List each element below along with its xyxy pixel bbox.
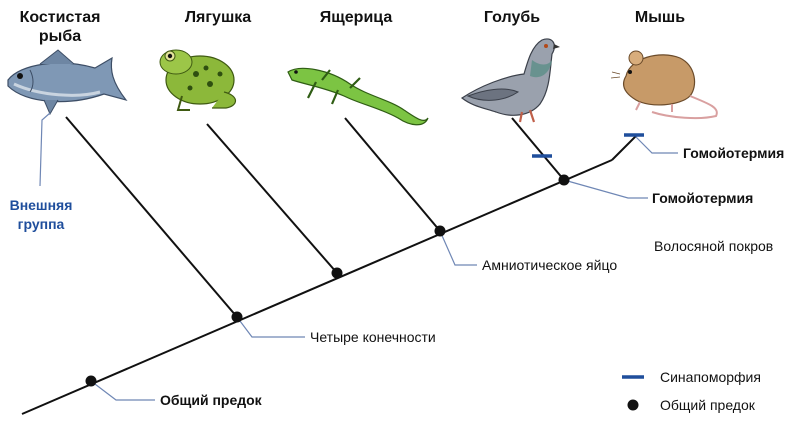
label-hair: Волосяной покров (654, 238, 774, 254)
label-common-ancestor: Общий предок (160, 392, 262, 408)
frog-branch (206, 123, 338, 274)
taxon-label-lizard: Ящерица (306, 8, 406, 27)
legend-synapomorphy-label: Синапоморфия (660, 369, 761, 385)
taxon-label-pigeon: Голубь (462, 8, 562, 27)
label-homeothermy-node: Гомойотермия (652, 190, 754, 206)
fish-branch (65, 116, 238, 318)
mouse-icon (610, 50, 718, 120)
label-amniotic-egg: Амниотическое яйцо (482, 257, 618, 273)
fish-icon (7, 49, 128, 116)
legend-common-ancestor-label: Общий предок (660, 397, 755, 413)
connector-lines (39, 112, 678, 401)
lizard-branch (344, 117, 441, 232)
outgroup-connector (39, 112, 51, 187)
node-common-ancestor (85, 375, 97, 387)
node-amniotic-egg (434, 225, 446, 237)
label-four-limbs: Четыре конечности (310, 329, 436, 345)
trunk-line (21, 159, 613, 415)
lizard-icon (287, 67, 429, 126)
pigeon-icon (460, 38, 560, 123)
common-ancestor-connector (90, 380, 155, 401)
taxon-name-lizard: Ящерица (319, 9, 393, 26)
node-frog (331, 267, 343, 279)
pigeon-branch (511, 117, 565, 181)
homeothermy-mouse-connector (635, 136, 678, 154)
taxon-label-mouse: Мышь (610, 8, 710, 27)
taxon-name-frog: Лягушка (184, 9, 252, 26)
taxon-name-mouse: Мышь (634, 9, 686, 26)
mouse-upper-branch (611, 135, 637, 161)
amniotic-egg-connector (439, 230, 477, 266)
taxon-name-pigeon: Голубь (483, 9, 541, 26)
node-homeothermy (558, 174, 570, 186)
node-four-limbs (231, 311, 243, 323)
taxon-label-frog: Лягушка (168, 8, 268, 27)
legend-node-mark (627, 399, 639, 411)
homeothermy-node-connector (563, 179, 648, 199)
label-homeothermy-mouse: Гомойотермия (683, 145, 785, 161)
four-limbs-connector (236, 316, 305, 338)
frog-icon (159, 49, 237, 111)
